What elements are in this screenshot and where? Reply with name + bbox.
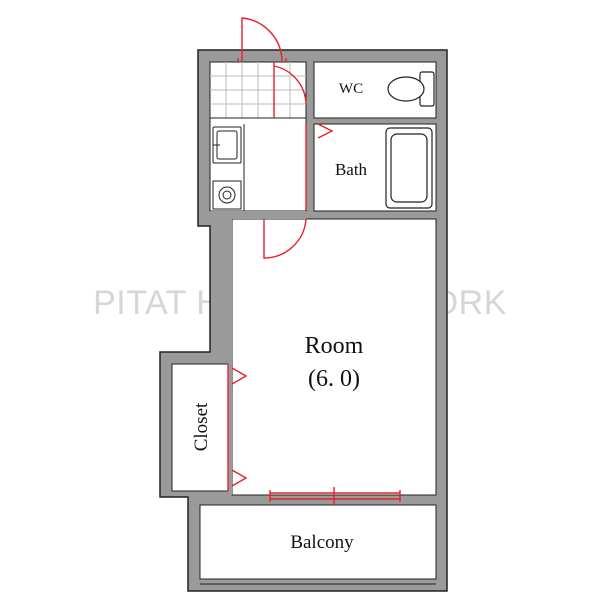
balcony-label: Balcony [290, 532, 354, 553]
doors [227, 17, 401, 505]
toilet-icon [387, 71, 435, 107]
kitchen-counter [212, 124, 245, 211]
bathtub-icon [385, 127, 433, 209]
stove-icon [212, 180, 242, 210]
bath-label: Bath [335, 160, 368, 179]
closet-label: Closet [191, 402, 212, 451]
room-label: Room [305, 333, 364, 359]
room-size-label: (6. 0) [308, 366, 360, 392]
wc-label: WC [339, 81, 363, 97]
